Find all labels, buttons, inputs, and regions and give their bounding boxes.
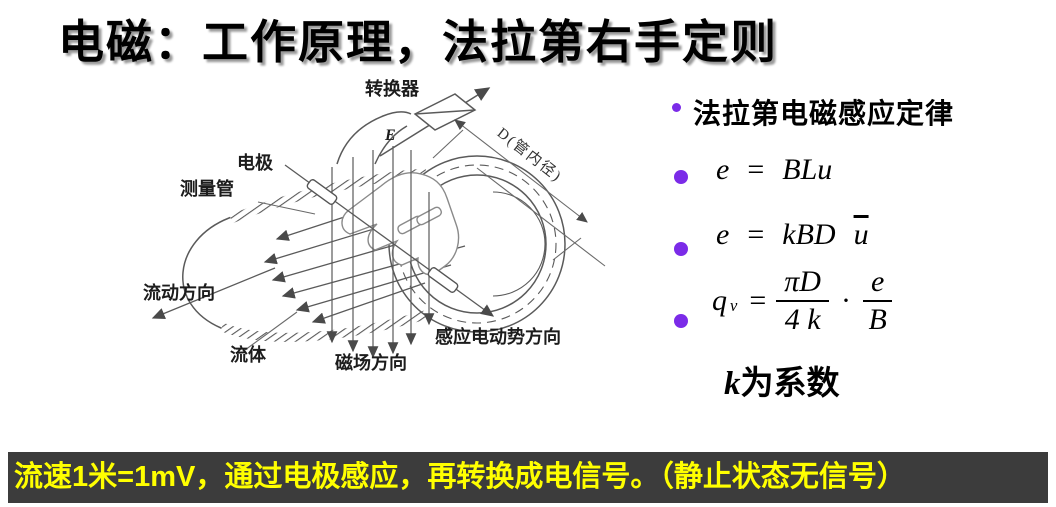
fraction-pi-d-over-4k: πD 4 k <box>776 266 829 335</box>
bullet-icon <box>674 170 688 184</box>
coefficient-text: 为系数 <box>740 364 840 401</box>
formula-row-3 <box>674 314 688 328</box>
formula-var: e <box>716 153 730 186</box>
label-electrode: 电极 <box>237 153 273 173</box>
label-magnetic-field-direction: 磁场方向 <box>335 353 407 373</box>
equals-sign: = <box>747 153 765 186</box>
fraction-numerator: πD <box>776 266 829 302</box>
coefficient-note: k为系数 <box>724 356 840 404</box>
footer-note-text: 流速1米=1mV，通过电极感应，再转换成电信号。（静止状态无信号） <box>14 461 906 493</box>
leader-lines <box>244 201 316 351</box>
formula-e-kbdu: e = kBD u <box>716 218 869 252</box>
fraction-denominator: B <box>868 302 887 336</box>
coefficient-variable: k <box>724 366 741 402</box>
multiplication-dot: · <box>840 283 851 317</box>
formula-row-2 <box>674 242 688 256</box>
label-measuring-tube: 测量管 <box>180 179 234 199</box>
footer-note-bar: 流速1米=1mV，通过电极感应，再转换成电信号。（静止状态无信号） <box>8 452 1048 503</box>
bullet-icon <box>672 103 681 112</box>
formula-subscript: v <box>730 296 738 316</box>
bullet-icon <box>674 242 688 256</box>
bullet-icon <box>674 314 688 328</box>
label-emf-symbol: E <box>385 127 396 144</box>
formula-var: q <box>712 283 727 317</box>
formula-qv: q v = πD 4 k · e B <box>712 266 902 335</box>
fraction-e-over-b: e B <box>862 266 893 336</box>
magnetic-field-arrows <box>326 146 435 359</box>
fraction-numerator: e <box>862 266 893 302</box>
formula-e-blu: e = BLu <box>716 153 832 187</box>
label-converter: 转换器 <box>365 79 419 99</box>
label-fluid: 流体 <box>230 345 266 365</box>
flowmeter-illustration <box>151 87 606 359</box>
formula-var: e <box>716 218 730 251</box>
converter-symbol <box>336 87 491 165</box>
electrodes <box>306 179 459 293</box>
equals-sign: = <box>747 218 765 251</box>
fraction-denominator: 4 k <box>784 302 821 336</box>
page-title: 电磁：工作原理，法拉第右手定则 <box>58 17 778 68</box>
label-flow-direction: 流动方向 <box>143 283 215 303</box>
law-heading: 法拉第电磁感应定律 <box>693 98 955 129</box>
label-induced-emf-direction: 感应电动势方向 <box>435 327 561 347</box>
formula-expr: kBD <box>782 218 836 251</box>
dimension-lines <box>432 119 606 267</box>
formula-mean-velocity: u <box>853 218 869 251</box>
equals-sign: = <box>749 283 767 317</box>
formula-expr: BLu <box>782 153 833 186</box>
hand-illustration <box>341 172 460 276</box>
flowmeter-diagram: 转换器 E D(管内径) 电极 测量管 流动方向 流体 磁场方向 感应电动势方向 <box>125 72 665 407</box>
formula-row-1 <box>674 170 688 184</box>
